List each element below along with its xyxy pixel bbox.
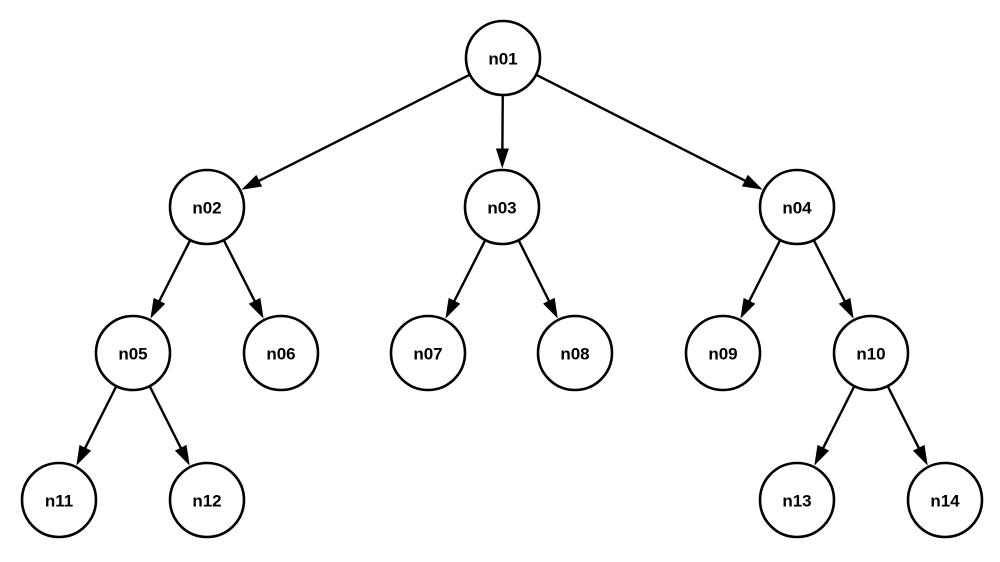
edge-line <box>820 385 856 451</box>
node-label: n13 <box>782 492 811 511</box>
node-n05[interactable]: n05 <box>94 314 172 392</box>
node-label: n06 <box>266 345 295 364</box>
edge-n04-to-n10 <box>812 239 854 319</box>
node-label: n02 <box>192 199 221 218</box>
node-label: n09 <box>708 345 737 364</box>
edge-line <box>452 239 487 305</box>
arrow-head-icon <box>248 297 264 319</box>
node-circle[interactable] <box>464 19 542 97</box>
node-label: n04 <box>782 199 812 218</box>
arrow-head-icon <box>241 174 263 190</box>
node-n01[interactable]: n01 <box>464 19 542 97</box>
node-n08[interactable]: n08 <box>536 314 614 392</box>
node-n03[interactable]: n03 <box>463 168 541 246</box>
node-n02[interactable]: n02 <box>168 168 246 246</box>
node-n06[interactable]: n06 <box>242 314 320 392</box>
edge-n01-to-n03 <box>495 95 509 169</box>
node-label: n08 <box>560 345 589 364</box>
edge-line <box>886 385 922 451</box>
node-label: n05 <box>118 345 147 364</box>
arrow-head-icon <box>814 444 830 466</box>
node-circle[interactable] <box>758 168 836 246</box>
arrow-head-icon <box>741 174 763 190</box>
node-label: n12 <box>192 492 221 511</box>
edges-layer <box>76 73 928 466</box>
arrow-head-icon <box>740 297 756 319</box>
node-n10[interactable]: n10 <box>832 314 910 392</box>
edge-n05-to-n11 <box>76 385 118 466</box>
node-circle[interactable] <box>389 314 467 392</box>
node-circle[interactable] <box>20 461 98 539</box>
node-label: n01 <box>488 50 517 69</box>
node-n04[interactable]: n04 <box>758 168 836 246</box>
edge-n04-to-n09 <box>740 239 782 319</box>
node-circle[interactable] <box>242 314 320 392</box>
node-n09[interactable]: n09 <box>684 314 762 392</box>
edge-line <box>517 240 552 304</box>
edge-n01-to-n04 <box>535 73 763 190</box>
node-circle[interactable] <box>758 461 836 539</box>
node-label: n14 <box>930 492 960 511</box>
node-circle[interactable] <box>832 314 910 392</box>
node-n14[interactable]: n14 <box>906 461 984 539</box>
node-n07[interactable]: n07 <box>389 314 467 392</box>
node-label: n03 <box>487 199 516 218</box>
node-circle[interactable] <box>906 461 984 539</box>
arrow-head-icon <box>543 297 558 319</box>
node-circle[interactable] <box>463 168 541 246</box>
node-label: n11 <box>45 492 73 511</box>
edge-line <box>157 239 192 305</box>
edge-n05-to-n12 <box>148 385 190 466</box>
arrow-head-icon <box>838 297 854 319</box>
arrow-head-icon <box>912 444 928 466</box>
edge-line <box>747 239 782 305</box>
edge-line <box>222 239 257 305</box>
node-circle[interactable] <box>536 314 614 392</box>
arrow-head-icon <box>495 148 509 169</box>
node-circle[interactable] <box>94 314 172 392</box>
edge-line <box>256 73 471 184</box>
edge-line <box>148 385 184 451</box>
edge-n02-to-n05 <box>150 239 192 319</box>
arrow-head-icon <box>150 297 166 319</box>
edge-n10-to-n13 <box>814 385 856 466</box>
edge-n10-to-n14 <box>886 385 928 466</box>
edge-n03-to-n07 <box>445 239 487 319</box>
arrow-head-icon <box>445 297 461 319</box>
arrow-head-icon <box>174 444 190 466</box>
node-n13[interactable]: n13 <box>758 461 836 539</box>
edge-line <box>812 239 847 305</box>
edge-line <box>535 73 749 183</box>
node-circle[interactable] <box>168 461 246 539</box>
nodes-layer: n01 n02 n03 n04 n05 n06 n07 n08 n09 n10 n11 n12 n13 n… <box>20 19 984 539</box>
node-n12[interactable]: n12 <box>168 461 246 539</box>
node-circle[interactable] <box>168 168 246 246</box>
node-n11[interactable]: n11 <box>20 461 98 539</box>
edge-n02-to-n06 <box>222 239 264 319</box>
arrow-head-icon <box>76 444 92 466</box>
node-circle[interactable] <box>684 314 762 392</box>
edge-line <box>82 385 118 451</box>
node-label: n10 <box>856 345 885 364</box>
edge-n01-to-n02 <box>241 73 471 190</box>
edge-n03-to-n08 <box>517 240 558 319</box>
node-label: n07 <box>413 345 442 364</box>
